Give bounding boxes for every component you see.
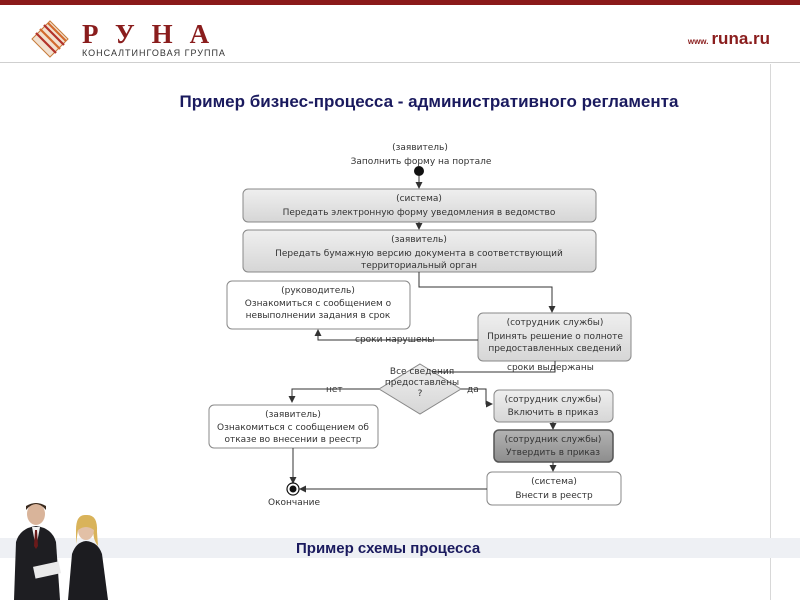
caption: Пример схемы процесса [296,540,481,557]
caption-band [0,538,800,558]
site-prefix: www. [687,37,709,46]
node4-text-line2: предоставленных сведений [488,344,622,354]
node7-text: Утвердить в приказ [506,448,600,458]
header: РУНА КОНСАЛТИНГОВАЯ ГРУППА www.runa.ru [0,5,800,63]
decision-text-line2: предоставлены [385,378,459,388]
node2-role: (заявитель) [391,235,447,245]
consultants-photo-icon [14,503,108,600]
node8-role: (система) [531,477,577,487]
start-node [414,166,424,176]
node6-role: (сотрудник службы) [505,395,602,405]
start-role: (заявитель) [392,143,448,153]
node1-role: (система) [396,194,442,204]
node8-text: Внести в реестр [515,491,593,501]
runa-logo-icon [31,20,69,58]
end-text: Окончание [268,498,320,508]
node3-role: (руководитель) [281,286,355,296]
slide-right-border [770,64,771,600]
site-domain: runa.ru [711,29,770,48]
node1-text: Передать электронную форму уведомления в… [283,208,556,218]
logo-name: РУНА [82,19,227,49]
edge-node2-node4 [418,272,556,313]
node6-text: Включить в приказ [508,408,599,418]
node7-role: (сотрудник службы) [505,435,602,445]
site-link[interactable]: www.runa.ru [688,29,770,49]
node4-role: (сотрудник службы) [507,318,604,328]
node4-text-line1: Принять решение о полноте [487,332,623,342]
top-accent-bar [0,0,800,5]
start-text: Заполнить форму на портале [351,157,492,167]
node3-text-line1: Ознакомиться с сообщением о [245,299,392,309]
edge-decision-yes [461,388,493,408]
end-node-inner [289,485,297,493]
node5-text-line2: отказе во внесении в реестр [224,435,361,445]
decision-text-line3: ? [418,389,423,399]
edge-node4-node3 [314,329,478,341]
node2-text-line2: территориальный орган [361,261,477,271]
decision-diamond [378,363,462,415]
edge-decision-no [288,388,379,403]
label-no: нет [326,385,343,395]
node2-text-line1: Передать бумажную версию документа в соо… [275,249,563,259]
node3-text-line2: невыполнении задания в срок [246,311,391,321]
label-deadline-violated: сроки нарушены [355,335,435,345]
label-deadline-kept: сроки выдержаны [507,363,594,373]
node5-role: (заявитель) [265,410,321,420]
node5-text-line1: Ознакомиться с сообщением об [217,423,369,433]
header-divider [0,62,800,63]
logo-subtitle: КОНСАЛТИНГОВАЯ ГРУППА [82,48,226,58]
label-yes: да [467,385,479,395]
page-title: Пример бизнес-процесса - административно… [179,92,679,111]
decision-text-line1: Все сведения [390,367,454,377]
